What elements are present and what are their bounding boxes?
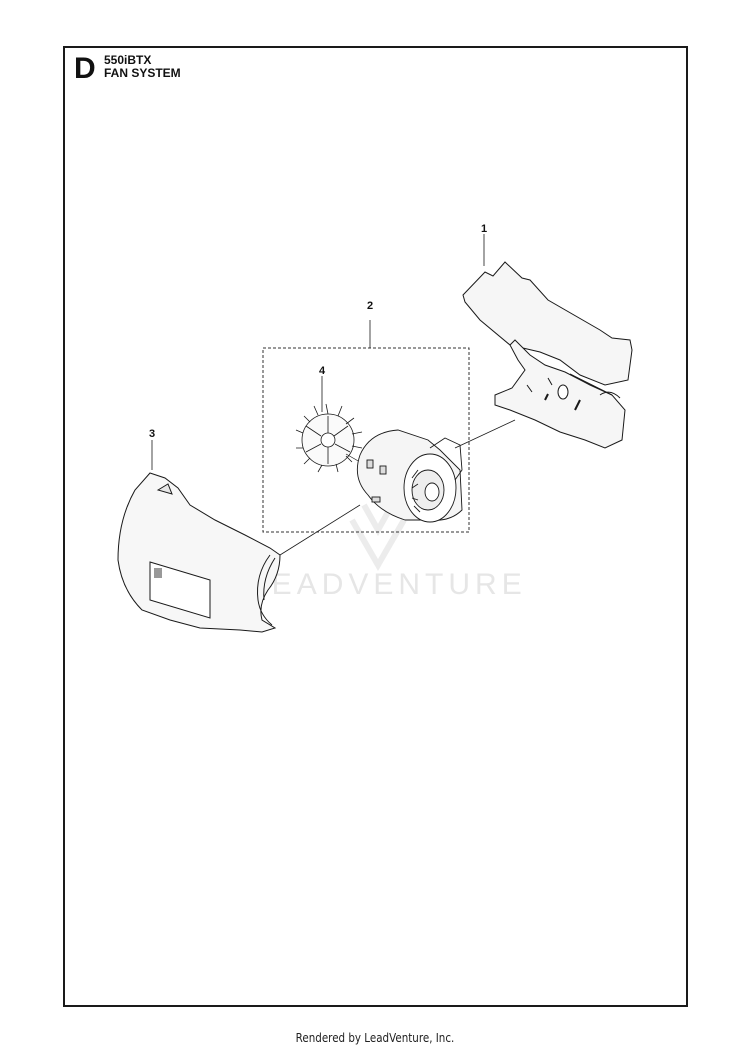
brand-logo-icon <box>154 568 162 578</box>
footer-credit: Rendered by LeadVenture, Inc. <box>295 1031 455 1045</box>
section-letter: D <box>74 52 96 85</box>
callout-1[interactable]: 1 <box>481 223 487 235</box>
diagram-frame <box>63 46 688 1007</box>
callout-2[interactable]: 2 <box>367 300 373 312</box>
model-name: 550iBTX <box>104 53 152 67</box>
part-3-fan-cover[interactable] <box>117 472 281 633</box>
leader-line-motor-to-1 <box>454 419 516 449</box>
callout-4[interactable]: 4 <box>319 365 326 377</box>
leader-line-4b <box>345 453 361 463</box>
part-2-assembly-boundary[interactable] <box>262 347 470 533</box>
watermark-logo-icon <box>349 503 407 571</box>
part-4-fan-impeller[interactable] <box>295 403 363 473</box>
part-1-housing-bracket[interactable] <box>462 261 633 449</box>
leader-line-motor-to-3 <box>279 504 361 556</box>
callout-3[interactable]: 3 <box>149 428 155 440</box>
diagram-title: FAN SYSTEM <box>104 66 181 80</box>
fan-motor-body[interactable] <box>356 429 463 523</box>
watermark: LEADVENTURE <box>250 568 527 601</box>
